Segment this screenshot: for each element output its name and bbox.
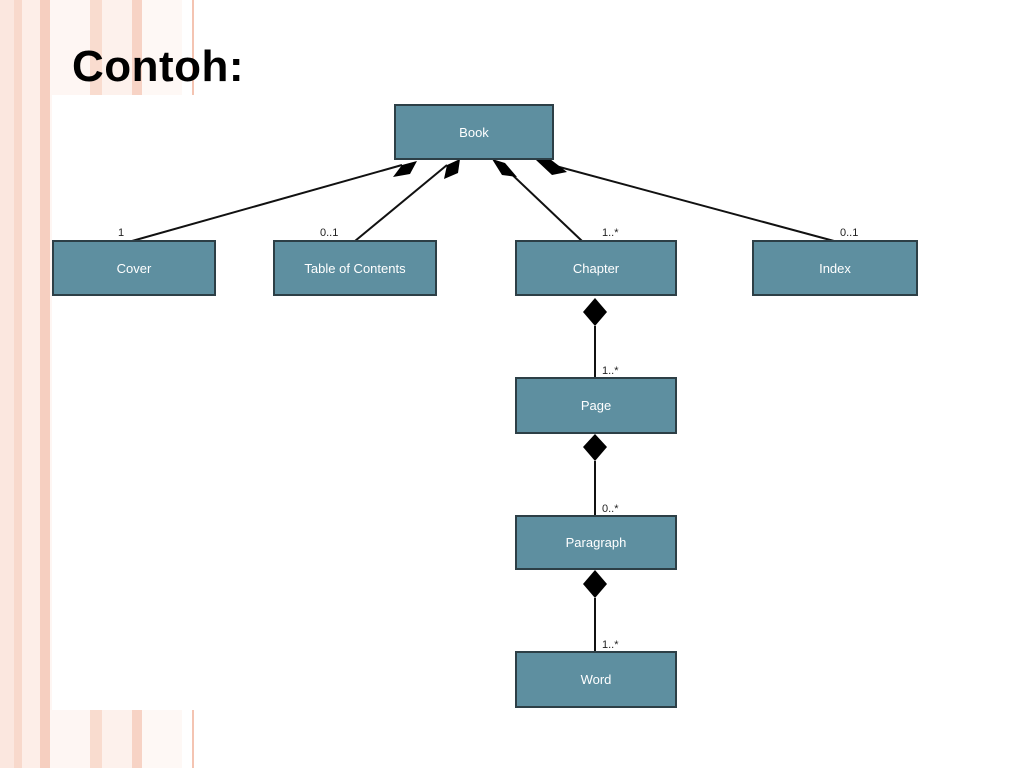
multiplicity-paragraph: 0..*	[602, 503, 619, 515]
association-book-chapter	[501, 164, 583, 242]
multiplicity-word: 1..*	[602, 639, 619, 651]
class-word: Word	[515, 651, 677, 708]
background-stripe	[14, 0, 22, 768]
class-label: Table of Contents	[304, 260, 406, 276]
class-label: Page	[580, 398, 612, 413]
composition-diamond-icon	[393, 161, 417, 177]
class-label: Cover	[116, 260, 152, 276]
class-label: Word	[580, 672, 612, 687]
background-stripe	[0, 0, 14, 768]
class-label: Paragraph	[565, 535, 627, 550]
class-index: Index	[752, 240, 918, 296]
composition-diamond-icon	[583, 570, 607, 598]
composition-diamond-icon	[536, 159, 567, 175]
class-label: Chapter	[572, 260, 620, 276]
multiplicity-chapter: 1..*	[602, 227, 619, 239]
class-book: Book	[394, 104, 554, 160]
composition-diamond-icon	[492, 159, 517, 177]
class-label: Book	[459, 124, 489, 140]
background-stripe	[40, 0, 50, 768]
class-cover: Cover	[52, 240, 216, 296]
composition-diamond-icon	[583, 298, 607, 326]
composition-diamond-icon	[583, 434, 607, 461]
class-page: Page	[515, 377, 677, 434]
uml-diagram: Book Cover Table of Contents Chapter Ind…	[52, 95, 928, 710]
multiplicity-cover: 1	[118, 227, 125, 239]
diagram-connectors	[131, 159, 835, 652]
association-book-index	[551, 164, 835, 242]
slide-title: Contoh:	[72, 42, 245, 91]
association-book-cover	[131, 164, 403, 242]
class-chapter: Chapter	[515, 240, 677, 296]
multiplicity-index: 0..1	[840, 227, 859, 239]
association-book-toc	[354, 164, 448, 242]
composition-diamond-icon	[444, 159, 460, 179]
background-stripe	[22, 0, 40, 768]
multiplicity-toc: 0..1	[320, 227, 339, 239]
multiplicity-page: 1..*	[602, 365, 619, 377]
class-paragraph: Paragraph	[515, 515, 677, 570]
class-label: Index	[819, 260, 851, 276]
class-table-of-contents: Table of Contents	[273, 240, 437, 296]
